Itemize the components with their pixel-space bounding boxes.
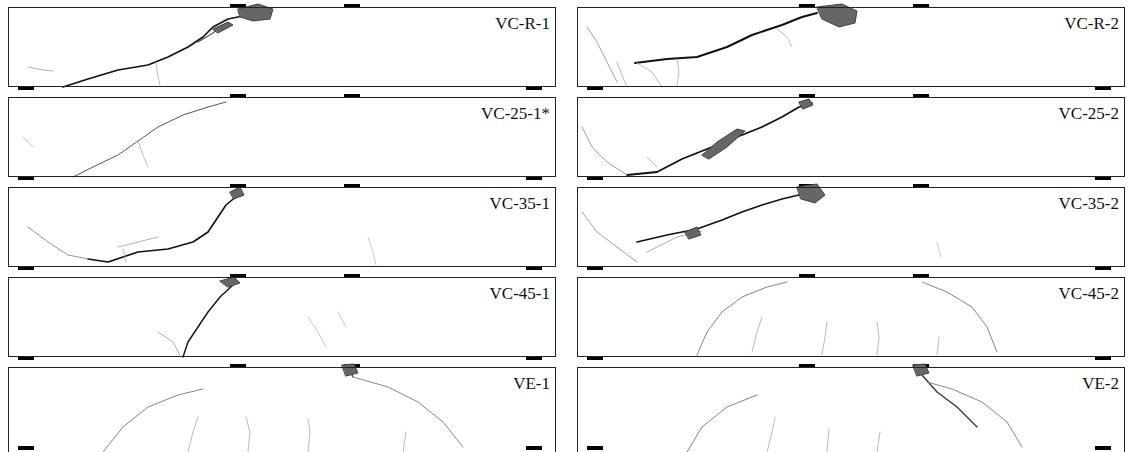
specimen-panel: VC-25-1* [8,97,556,177]
specimen-panel: VC-35-1 [8,187,556,267]
specimen-panel: VC-45-1 [8,277,556,357]
specimen-label: VC-35-2 [1057,194,1121,214]
specimen-label: VC-R-2 [1062,14,1121,34]
specimen-panel: VC-45-2 [577,277,1125,357]
specimen-panel: VC-35-2 [577,187,1125,267]
specimen-label: VE-2 [1080,374,1121,394]
specimen-label: VC-45-1 [488,284,552,304]
specimen-panel: VC-25-2 [577,97,1125,177]
specimen-label: VC-R-1 [493,14,552,34]
specimen-label: VC-25-1* [479,104,552,124]
specimen-label: VC-25-2 [1057,104,1121,124]
specimen-label: VC-35-1 [488,194,552,214]
specimen-label: VC-45-2 [1057,284,1121,304]
specimen-panel: VC-R-1 [8,7,556,87]
specimen-panel: VE-2 [577,367,1125,452]
specimen-label: VE-1 [511,374,552,394]
specimen-panel: VC-R-2 [577,7,1125,87]
specimen-panel: VE-1 [8,367,556,452]
